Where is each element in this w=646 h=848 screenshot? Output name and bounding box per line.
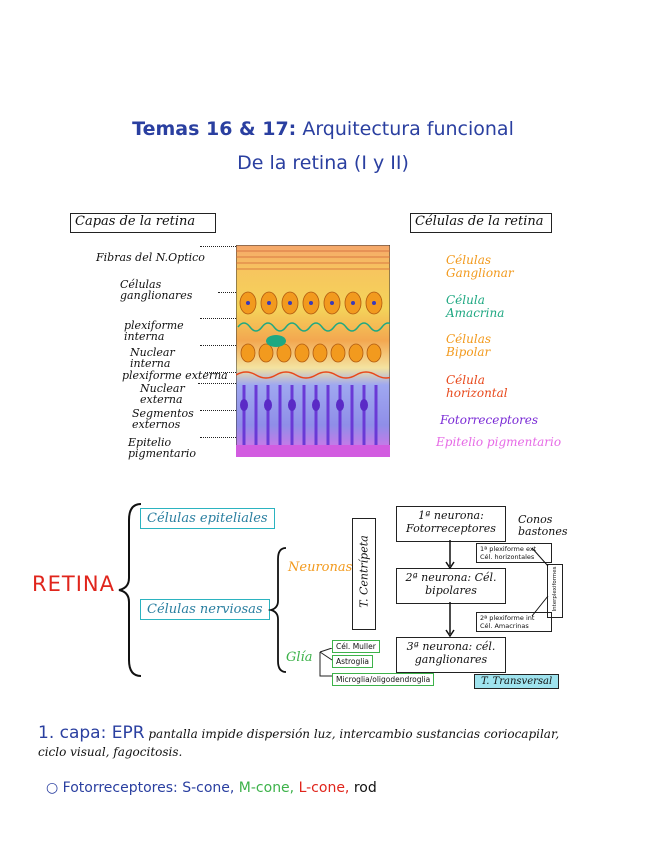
cell-label-fotorreceptores: Fotorreceptores [440, 413, 539, 427]
interplex-arrows [531, 547, 549, 617]
layer-label-epitelio: Epitelio pigmentario [128, 436, 197, 460]
cells-heading: Células de la retina [410, 213, 552, 233]
layer-label-segmentos: Segmentos externos [132, 407, 194, 431]
glia-muller-box: Cél. Muller [332, 640, 380, 653]
plex-int-box: 2ª plexiforme int Cél. Amacrinas [476, 612, 552, 632]
page-title: Temas 16 & 17: Arquitectura funcional [132, 118, 514, 140]
layer-label-plex-interna: plexiforme interna [124, 319, 184, 343]
t-centripeta-label: T. Centrípeta [357, 535, 371, 608]
fotorreceptores-line: ○ Fotorreceptores: S-cone, M-cone, L-con… [46, 780, 377, 796]
leader-line [200, 318, 236, 319]
glia-astroglia-box: Astroglia [332, 655, 374, 668]
conos-bastones-label: Conos bastones [518, 513, 568, 538]
retina-layers-illustration [236, 245, 390, 457]
interplex-box: Interplexiformes [547, 564, 563, 618]
leader-line [200, 345, 236, 346]
note-line-2: ciclo visual, fagocitosis. [38, 745, 183, 759]
epr-label: 1. capa: EPR [38, 723, 145, 743]
t-transversal-box: T. Transversal [474, 674, 560, 689]
layers-heading: Capas de la retina [70, 213, 216, 233]
glia-microglia-box: Microglia/oligodendroglia [332, 673, 435, 686]
leader-line [200, 437, 236, 438]
cell-label-ganglionar: Células Ganglionar [446, 253, 514, 280]
page-subtitle: De la retina (I y II) [237, 152, 409, 174]
leader-line [205, 372, 236, 373]
layer-label-nuclear-interna: Nuclear interna [130, 346, 175, 370]
neuron-1-box: 1ª neurona: Fotorreceptores [396, 506, 506, 542]
big-brace [118, 503, 142, 677]
neuron-arrows [445, 540, 455, 638]
layer-label-plex-externa: plexiforme externa [122, 369, 228, 382]
neuronas-label: Neuronas [288, 560, 353, 575]
layer-label-fibras: Fibras del N.Optico [96, 251, 205, 264]
cell-label-epitelio: Epitelio pigmentario [436, 435, 562, 449]
t-centripeta-box: T. Centrípeta [352, 518, 376, 630]
cell-label-horizontal: Célula horizontal [446, 373, 508, 400]
small-brace [268, 547, 287, 673]
note-line-1: 1. capa: EPR pantalla impide dispersión … [38, 723, 560, 743]
celulas-nerviosas-box: Células nerviosas [140, 599, 270, 620]
retina-label: RETINA [32, 572, 115, 596]
cell-label-bipolar: Células Bipolar [446, 332, 491, 359]
glia-connector [319, 648, 333, 677]
neuron-3-box: 3ª neurona: cél. ganglionares [396, 637, 506, 673]
cell-label-amacrina: Célula Amacrina [446, 293, 505, 320]
bullet-icon: ○ [46, 780, 63, 796]
layer-label-ganglionares: Células ganglionares [120, 278, 193, 302]
plex-ext-box: 1ª plexiforme ext Cél. horizontales [476, 543, 552, 563]
leader-line [218, 292, 236, 293]
celulas-epiteliales-box: Células epiteliales [140, 508, 275, 529]
neuron-2-box: 2ª neurona: Cél. bipolares [396, 568, 506, 604]
glia-label: Glía [286, 650, 313, 665]
interplex-label: Interplexiformes [552, 566, 558, 612]
leader-line [200, 410, 236, 411]
layer-label-nuclear-externa: Nuclear externa [140, 382, 185, 406]
leader-line [200, 246, 236, 247]
leader-line [198, 383, 236, 384]
